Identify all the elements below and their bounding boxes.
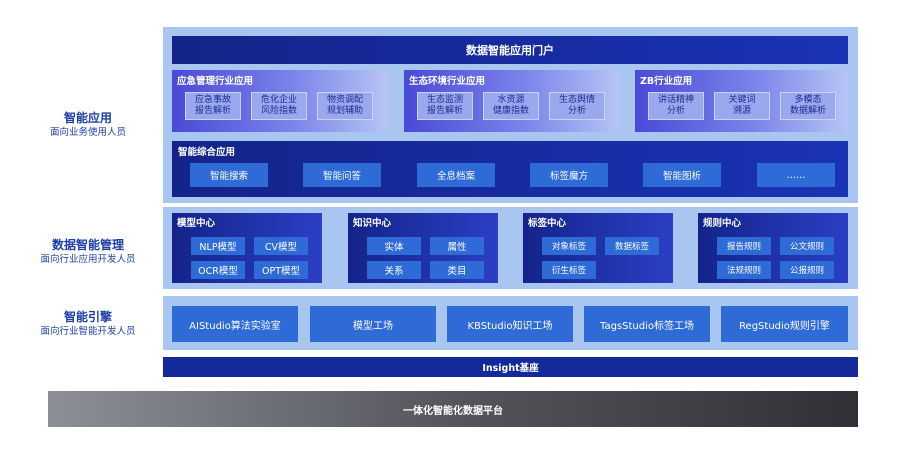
side-label-data-management: 数据智能管理 面向行业应用开发人员 [18, 237, 158, 267]
center-title: 标签中心 [528, 218, 567, 229]
group-zb: ZB行业应用 讲话精神分析 关键词溯源 多模态数据解析 [635, 70, 848, 132]
group-item: 水资源健康指数 [483, 92, 539, 120]
side-label-title: 智能应用 [63, 111, 112, 125]
group-item: 物资调配规划辅助 [317, 92, 373, 120]
group-title: ZB行业应用 [640, 76, 693, 87]
center-tag: 标签中心 对象标签 数据标签 衍生标签 [523, 213, 673, 283]
side-label-subtitle: 面向行业应用开发人员 [40, 254, 136, 265]
center-knowledge: 知识中心 实体 属性 关系 类目 [348, 213, 498, 283]
center-item[interactable]: 报告规则 [717, 237, 771, 255]
group-item: 生态舆情分析 [549, 92, 605, 120]
center-item[interactable]: 公文规则 [780, 237, 834, 255]
group-emergency: 应急管理行业应用 应急事故报告解析 危化企业风险指数 物资调配规划辅助 [172, 70, 388, 132]
side-label-subtitle: 面向行业智能开发人员 [40, 326, 136, 337]
engine-kbstudio[interactable]: KBStudio知识工场 [447, 306, 573, 342]
center-item[interactable]: 属性 [430, 237, 484, 255]
group-title: 应急管理行业应用 [177, 76, 254, 87]
platform-bar: 一体化智能化数据平台 [48, 391, 858, 427]
center-item[interactable]: 法规规则 [717, 261, 771, 279]
composite-item-qa[interactable]: 智能问答 [303, 163, 381, 187]
composite-item-more[interactable]: …… [757, 163, 835, 187]
group-item: 多模态数据解析 [780, 92, 836, 120]
center-item[interactable]: OPT模型 [254, 261, 308, 279]
center-item[interactable]: 对象标签 [542, 237, 596, 255]
center-title: 知识中心 [353, 218, 392, 229]
portal-bar: 数据智能应用门户 [172, 36, 848, 64]
center-rule: 规则中心 报告规则 公文规则 法规规则 公报规则 [698, 213, 848, 283]
group-item: 讲话精神分析 [648, 92, 704, 120]
group-title: 生态环境行业应用 [409, 76, 486, 87]
center-title: 模型中心 [177, 218, 216, 229]
center-item[interactable]: 实体 [367, 237, 421, 255]
center-item[interactable]: 类目 [430, 261, 484, 279]
composite-item-graph[interactable]: 智能图析 [643, 163, 721, 187]
insight-base-bar: Insight基座 [163, 357, 858, 377]
engine-model-factory[interactable]: 模型工场 [310, 306, 436, 342]
center-item[interactable]: 衍生标签 [542, 261, 596, 279]
engine-regstudio[interactable]: RegStudio规则引擎 [721, 306, 848, 342]
center-model: 模型中心 NLP模型 CV模型 OCR模型 OPT模型 [172, 213, 322, 283]
composite-item-archive[interactable]: 全息档案 [417, 163, 495, 187]
center-item[interactable]: 数据标签 [605, 237, 659, 255]
side-label-title: 数据智能管理 [51, 238, 124, 252]
side-label-subtitle: 面向业务使用人员 [49, 127, 126, 138]
center-item[interactable]: 关系 [367, 261, 421, 279]
engine-tagsstudio[interactable]: TagsStudio标签工场 [584, 306, 710, 342]
center-item[interactable]: NLP模型 [191, 237, 245, 255]
side-label-smart-app: 智能应用 面向业务使用人员 [18, 110, 158, 140]
composite-item-tag-cube[interactable]: 标签魔方 [530, 163, 608, 187]
center-title: 规则中心 [703, 218, 742, 229]
center-item[interactable]: OCR模型 [191, 261, 245, 279]
group-item: 关键词溯源 [714, 92, 770, 120]
side-label-smart-engine: 智能引擎 面向行业智能开发人员 [18, 309, 158, 339]
group-ecology: 生态环境行业应用 生态监测报告解析 水资源健康指数 生态舆情分析 [404, 70, 620, 132]
composite-item-search[interactable]: 智能搜索 [190, 163, 268, 187]
side-label-title: 智能引擎 [63, 310, 112, 324]
group-item: 应急事故报告解析 [185, 92, 241, 120]
group-item: 生态监测报告解析 [417, 92, 473, 120]
center-item[interactable]: CV模型 [254, 237, 308, 255]
composite-panel: 智能综合应用 [172, 141, 848, 197]
group-item: 危化企业风险指数 [251, 92, 307, 120]
engine-aistudio[interactable]: AIStudio算法实验室 [172, 306, 298, 342]
center-item[interactable]: 公报规则 [780, 261, 834, 279]
composite-title: 智能综合应用 [178, 147, 236, 158]
